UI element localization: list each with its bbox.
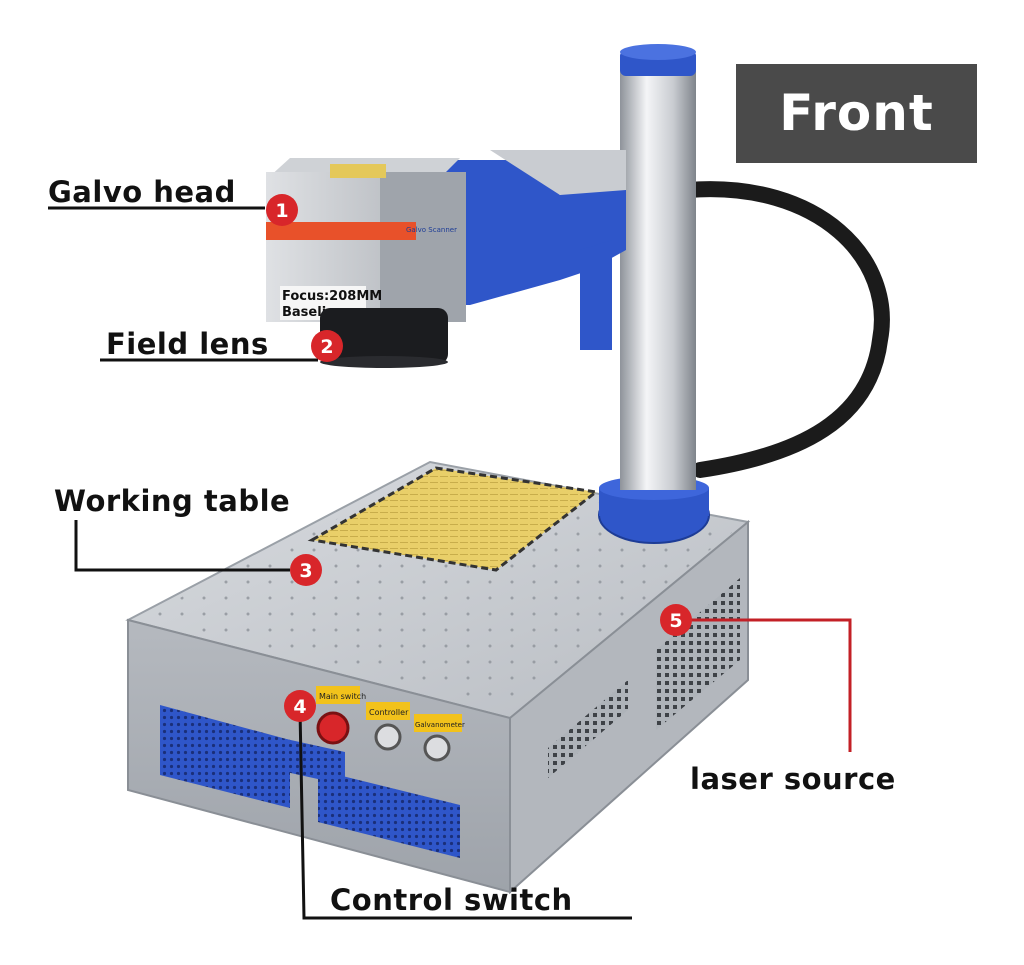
label-galvo-head: Galvo head — [48, 175, 236, 209]
label-working-table: Working table — [54, 484, 291, 518]
arm-clamp — [580, 240, 612, 350]
marker-2 — [311, 330, 343, 362]
marker-1-text: 1 — [275, 200, 288, 222]
front-badge: Front — [736, 64, 977, 163]
leader-working-table — [74, 520, 290, 572]
marker-4-text: 4 — [293, 696, 306, 718]
controller-plate — [366, 702, 410, 720]
main-switch-plate — [316, 686, 360, 704]
label-laser-source: laser source — [690, 762, 896, 796]
fiber-cable — [680, 181, 890, 478]
controller-text: Controller — [369, 708, 409, 717]
marker-4 — [284, 690, 316, 722]
field-lens-bottom — [320, 356, 448, 368]
focus-text: Focus:208MM — [282, 289, 382, 304]
galvo-brand-text: Galvo Scanner — [406, 226, 457, 234]
side-vents-right — [656, 578, 740, 730]
marker-3-text: 3 — [299, 560, 312, 582]
controller-key-switch[interactable] — [374, 723, 402, 751]
pillar — [620, 70, 696, 490]
galvanometer-text: Galvanometer — [415, 721, 465, 729]
galvanometer-plate — [414, 714, 462, 732]
leader-control-switch — [298, 709, 632, 920]
arm-blue — [440, 160, 626, 305]
vent-right — [318, 770, 460, 858]
base-top-holes — [140, 472, 738, 706]
marker-2-text: 2 — [320, 336, 333, 358]
side-vents-left — [548, 680, 628, 778]
marker-3 — [290, 554, 322, 586]
warning-plate — [307, 466, 600, 572]
marker-1 — [266, 194, 298, 226]
vent-left — [160, 705, 290, 808]
emergency-stop-button[interactable] — [316, 711, 350, 745]
arm-grey-top — [490, 150, 626, 195]
main-switch-text: Main switch — [319, 692, 366, 701]
galvo-head-side — [380, 172, 466, 322]
label-field-lens: Field lens — [106, 327, 269, 361]
leader-laser-source — [690, 618, 852, 752]
galvanometer-key-switch[interactable] — [423, 734, 451, 762]
label-control-switch: Control switch — [330, 883, 573, 917]
pillar-cap-top — [620, 44, 696, 60]
front-badge-text: Front — [779, 84, 934, 142]
galvo-warning-sticker — [330, 164, 386, 178]
marker-5-text: 5 — [669, 610, 682, 632]
marker-5 — [660, 604, 692, 636]
field-lens — [320, 308, 448, 364]
galvo-red-band — [266, 222, 416, 240]
